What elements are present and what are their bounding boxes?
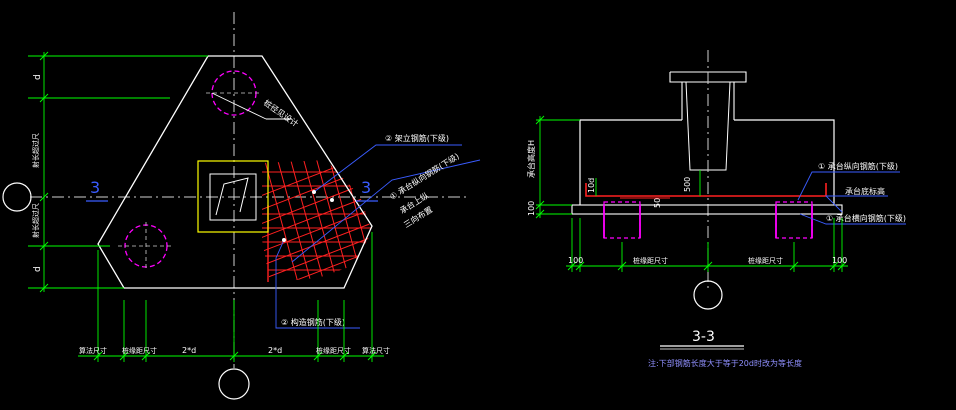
left-dimensions: [28, 51, 208, 293]
bottom-rebar: [585, 183, 827, 197]
dim-bottom-1: 算法尺寸: [79, 346, 107, 355]
axis-bubble-left: [2, 182, 32, 212]
section-dim-bottom-mid-2: 桩缘距尺寸: [748, 256, 783, 265]
bottom-dimensions: [78, 232, 384, 362]
callout-1-leader: [313, 144, 462, 193]
pile-label: 桩径见设计: [262, 97, 301, 128]
section-height-label: 承台高度H: [526, 140, 536, 178]
dim-side-2: 射长超过尺: [31, 203, 40, 238]
callout-3-text: ② 构造钢筋(下级): [281, 317, 345, 327]
section-view: 承台高度H 100 10d 500 50 ① 承台纵向钢筋(下级) 承台底标高 …: [526, 50, 906, 368]
dim-bottom-5: 桩缘距尺寸: [316, 346, 351, 355]
section-callout-3-leader: [799, 213, 906, 225]
column-outline: [197, 160, 269, 233]
section-callout-1-text: ① 承台纵向钢筋(下级): [818, 161, 898, 171]
section-callout-3-text: ① 承台横向钢筋(下级): [826, 213, 906, 223]
section-cap-outline: [579, 119, 835, 205]
section-dim-bottom-mid-1: 桩缘距尺寸: [633, 256, 668, 265]
pile-cap-outline: [97, 55, 373, 289]
pile-leader: [211, 92, 267, 120]
section-dim-10d: 10d: [587, 178, 596, 193]
axis-bubble-bottom: [218, 368, 250, 400]
section-callout-2-text: 承台底标高: [845, 186, 885, 196]
section-pile-left: [603, 201, 641, 239]
section-pile-right: [775, 201, 813, 239]
piles: [124, 70, 257, 268]
plan-view: 桩径见设计 3 3 ② 架立钢筋(下级) ① 承台纵向钢筋(下级) 承台上纵 三…: [2, 12, 481, 400]
dim-d-top: d: [33, 74, 43, 80]
callout-1-text: ② 架立钢筋(下级): [385, 133, 449, 143]
section-mark-right: 3: [361, 178, 371, 197]
section-dim-500: 500: [683, 177, 692, 192]
section-dim-bottom-left: 100: [568, 256, 583, 265]
section-mark-left: 3: [90, 178, 100, 197]
section-callout-1-leader: [797, 171, 900, 201]
section-dim-100-left: 100: [527, 201, 536, 216]
section-dim-bottom-right: 100: [832, 256, 847, 265]
section-axis-bubble: [693, 280, 723, 310]
section-dim-50: 50: [653, 198, 662, 208]
dim-bottom-3: 2*d: [182, 346, 196, 355]
dim-side-1: 射长超过尺: [31, 133, 40, 168]
dim-d-bottom: d: [33, 266, 43, 272]
dim-bottom-4: 2*d: [268, 346, 282, 355]
section-title: 3-3: [692, 329, 715, 345]
dim-bottom-2: 桩缘距尺寸: [122, 346, 157, 355]
callout-2-leader: [291, 159, 481, 263]
section-callout-2-leader: [824, 195, 888, 213]
blinding-layer: [571, 204, 843, 215]
dim-bottom-6: 算法尺寸: [362, 346, 390, 355]
column-core: [209, 173, 257, 221]
section-note: 注:下部钢筋长度大于等于20d时改为等长度: [648, 358, 802, 368]
column-bar: [215, 177, 249, 216]
